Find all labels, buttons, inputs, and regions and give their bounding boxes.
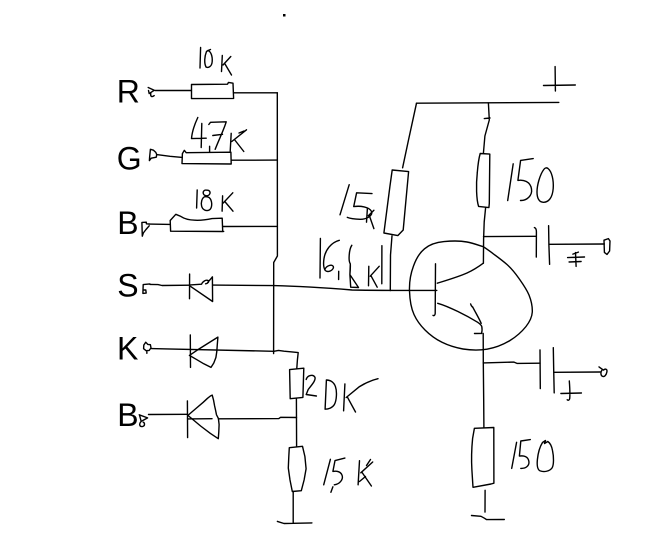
- svg-text:B: B: [117, 205, 138, 241]
- svg-text:G: G: [117, 141, 142, 177]
- svg-text:B: B: [117, 397, 138, 433]
- svg-text:R: R: [117, 74, 140, 110]
- svg-text:S: S: [117, 267, 138, 303]
- svg-text:K: K: [117, 330, 138, 366]
